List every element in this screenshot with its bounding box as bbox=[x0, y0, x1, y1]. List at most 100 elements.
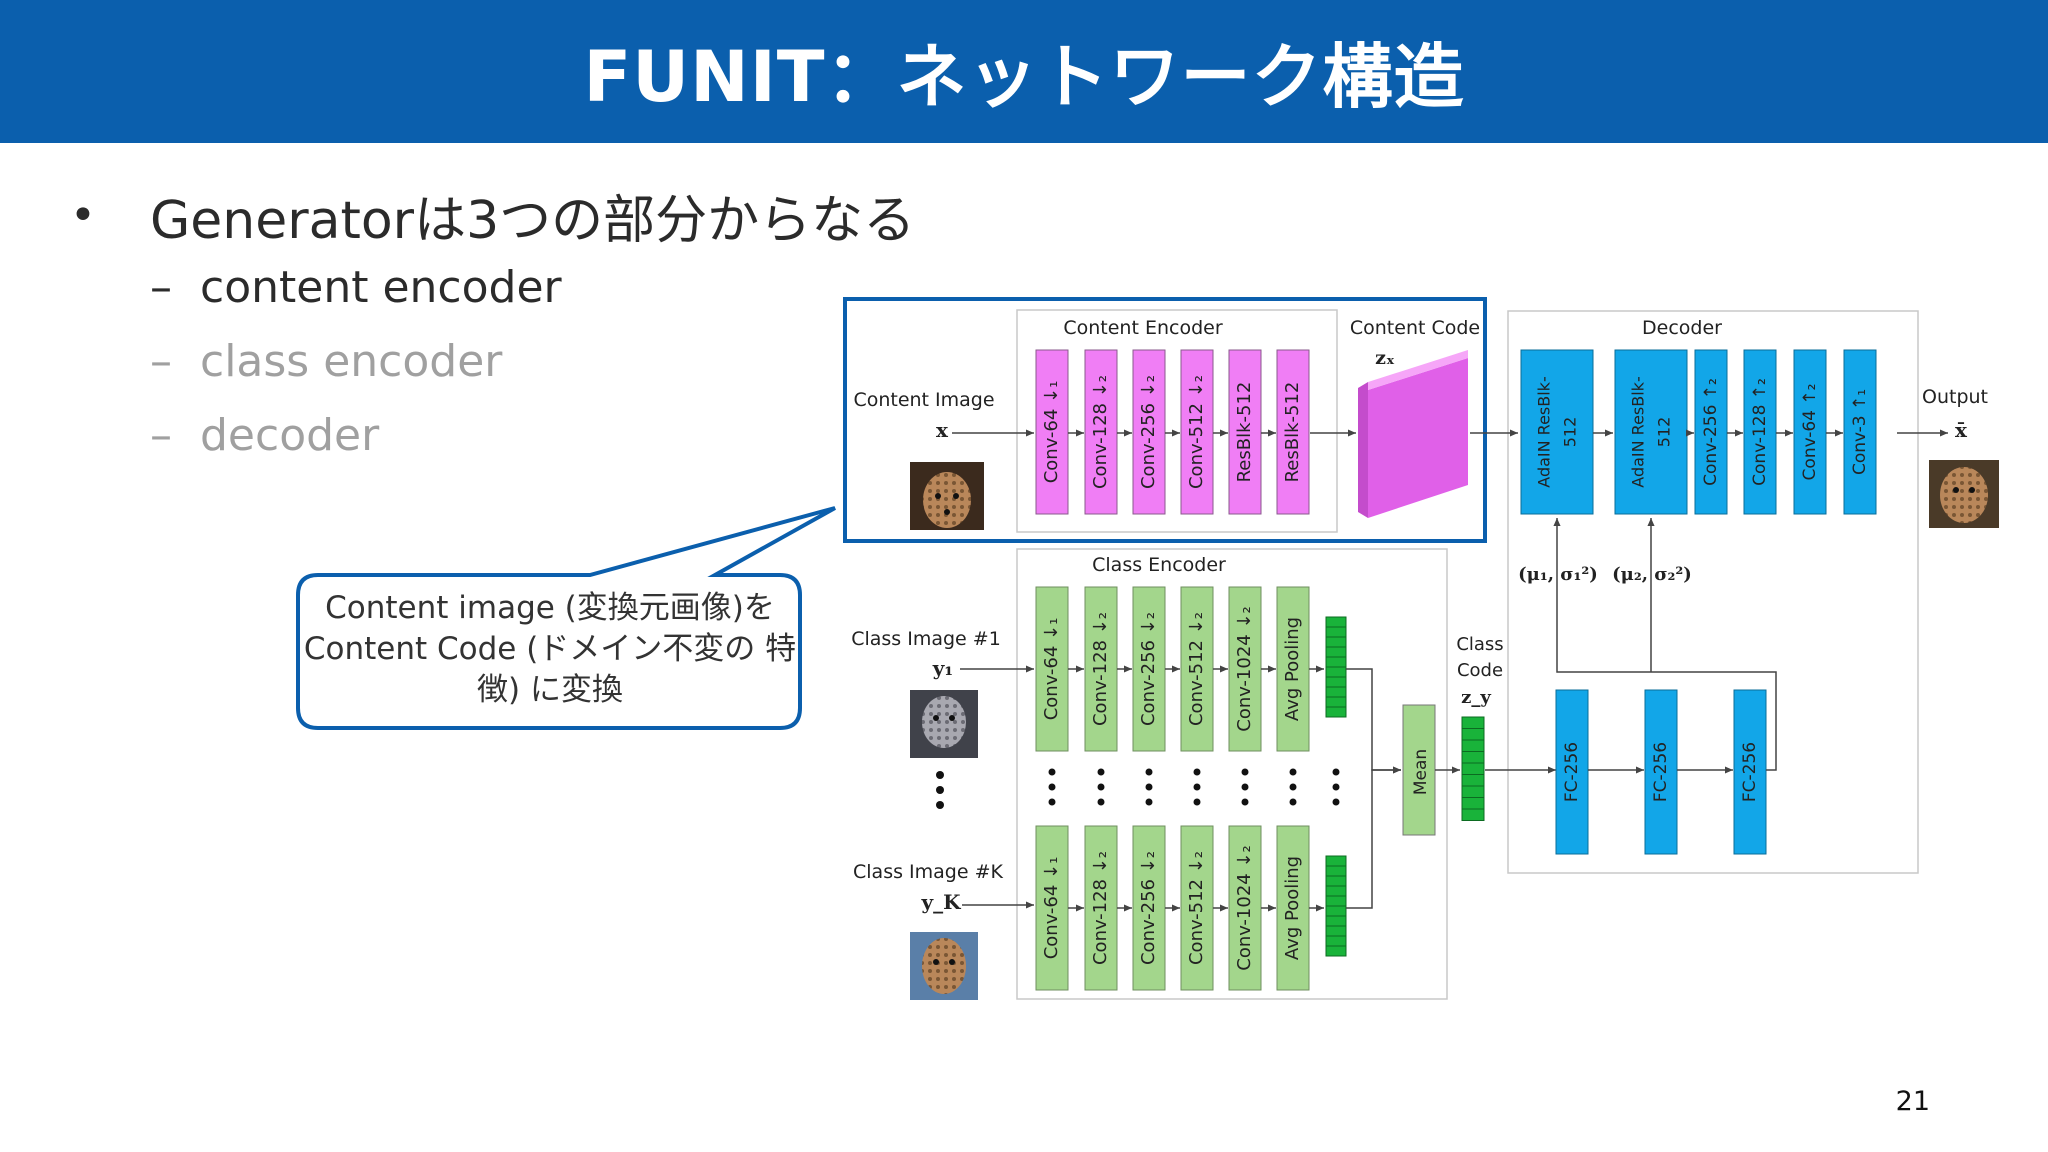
content-encoder-block-label: Conv-256 ↓₂ bbox=[1138, 375, 1159, 489]
adain-resblock bbox=[1520, 349, 1594, 515]
class-image-1-var: y₁ bbox=[932, 656, 953, 680]
content-encoder-highlight bbox=[843, 297, 1487, 543]
decoder-title: Decoder bbox=[1642, 317, 1722, 339]
class-encoder-block bbox=[1228, 825, 1262, 991]
class-encoder-block bbox=[1132, 586, 1166, 752]
decoder-conv-block bbox=[1694, 349, 1728, 515]
content-encoder-block-label: Conv-512 ↓₂ bbox=[1186, 375, 1207, 489]
class-encoder-block-label: Conv-128 ↓₂ bbox=[1090, 612, 1111, 726]
class-encoder-block-label: Conv-512 ↓₂ bbox=[1186, 851, 1207, 965]
class-code-var: z_y bbox=[1461, 687, 1491, 708]
class-encoder-block-label: Avg Pooling bbox=[1282, 856, 1303, 960]
class-encoder-block bbox=[1180, 586, 1214, 752]
class-feature-cell bbox=[1325, 855, 1347, 867]
content-encoder-block bbox=[1276, 349, 1310, 515]
class-image-1-label: Class Image #1 bbox=[851, 628, 1001, 650]
class-feature-cell bbox=[1325, 875, 1347, 887]
class-code-label-2: Code bbox=[1457, 660, 1503, 681]
class-feature-cell bbox=[1325, 905, 1347, 917]
class-inputs-ellipsis bbox=[936, 771, 944, 809]
decoder-frame bbox=[1507, 310, 1919, 874]
class-feature-cell bbox=[1325, 935, 1347, 947]
dash-icon: – bbox=[150, 261, 172, 313]
content-encoder-frame bbox=[1016, 309, 1338, 533]
class-feature-cell bbox=[1325, 865, 1347, 877]
class-encoder-block bbox=[1035, 586, 1069, 752]
decoder-conv-block-label: Conv-256 ↑₂ bbox=[1701, 378, 1721, 486]
class-feature-cell bbox=[1325, 706, 1347, 718]
dash-icon: – bbox=[150, 335, 172, 387]
class-feature-cell bbox=[1325, 885, 1347, 897]
adain-resblock-label-1: AdaIN ResBlk- bbox=[1535, 376, 1554, 487]
fc-block-label: FC-256 bbox=[1740, 742, 1760, 802]
class-encoder-block bbox=[1035, 825, 1069, 991]
content-encoder-block bbox=[1132, 349, 1166, 515]
mean-block bbox=[1402, 704, 1436, 836]
fc-block bbox=[1644, 689, 1678, 855]
content-encoder-block bbox=[1228, 349, 1262, 515]
fc-block-label: FC-256 bbox=[1562, 742, 1582, 802]
class-encoder-block bbox=[1276, 825, 1310, 991]
class-feature-cell bbox=[1325, 656, 1347, 668]
class-image-k-label: Class Image #K bbox=[853, 861, 1003, 883]
content-encoder-block-label: Conv-128 ↓₂ bbox=[1090, 375, 1111, 489]
decoder-conv-block bbox=[1843, 349, 1877, 515]
sub-item-content-encoder: – content encoder bbox=[150, 250, 915, 324]
params-to-adain-1-arrow bbox=[1553, 518, 1777, 771]
class-to-mean-arrow bbox=[1346, 766, 1401, 909]
class-feature-cell bbox=[1325, 696, 1347, 708]
class-rows-ellipsis bbox=[1048, 768, 1340, 806]
content-encoder-block-label: Conv-64 ↓₁ bbox=[1041, 381, 1062, 484]
decoder-conv-block-label: Conv-3 ↑₁ bbox=[1850, 389, 1870, 475]
page-number: 21 bbox=[1895, 1086, 1930, 1117]
class-encoder-frame bbox=[1016, 548, 1448, 1000]
class-feature-cell bbox=[1325, 676, 1347, 688]
sub-item-class-encoder: – class encoder bbox=[150, 324, 915, 398]
decoder-conv-block-label: Conv-64 ↑₂ bbox=[1800, 384, 1820, 481]
adain-param-2: (μ₂, σ₂²) bbox=[1612, 564, 1692, 585]
content-encoder-block bbox=[1084, 349, 1118, 515]
class-feature-cell bbox=[1325, 646, 1347, 658]
title-bar: FUNIT：ネットワーク構造 bbox=[0, 0, 2048, 143]
content-encoder-title: Content Encoder bbox=[1063, 317, 1222, 339]
content-image-var: x bbox=[936, 418, 949, 442]
adain-resblock-label-1: AdaIN ResBlk- bbox=[1629, 376, 1648, 487]
bullet-list: • Generatorは3つの部分からなる – content encoder … bbox=[70, 180, 915, 472]
class-code-label-1: Class bbox=[1456, 634, 1503, 655]
adain-resblock bbox=[1614, 349, 1688, 515]
slide-title: FUNIT：ネットワーク構造 bbox=[583, 36, 1465, 118]
class-encoder-block-label: Conv-256 ↓₂ bbox=[1138, 612, 1159, 726]
class-encoder-block-label: Conv-128 ↓₂ bbox=[1090, 851, 1111, 965]
content-encoder-block bbox=[1035, 349, 1069, 515]
sub-item-text: class encoder bbox=[200, 335, 503, 387]
bullet-main: • Generatorは3つの部分からなる bbox=[70, 180, 916, 251]
class-feature-cell bbox=[1325, 616, 1347, 628]
class-encoder-block bbox=[1084, 586, 1118, 752]
dash-icon: – bbox=[150, 409, 172, 461]
class-encoder-block bbox=[1084, 825, 1118, 991]
class-encoder-block-label: Conv-64 ↓₁ bbox=[1041, 857, 1062, 960]
fc-block bbox=[1555, 689, 1589, 855]
content-image-label: Content Image bbox=[853, 389, 994, 411]
class-code-vector bbox=[1461, 716, 1485, 821]
output-image-thumbnail bbox=[1929, 460, 1999, 528]
bullet-main-text: Generatorは3つの部分からなる bbox=[150, 190, 916, 251]
content-code-var: zₓ bbox=[1375, 347, 1395, 369]
class-encoder-block-label: Conv-256 ↓₂ bbox=[1138, 851, 1159, 965]
class-encoder-block-label: Avg Pooling bbox=[1282, 617, 1303, 721]
callout-text: Content image (変換元画像)を Content Code (ドメイ… bbox=[303, 590, 797, 708]
adain-resblock-label-2: 512 bbox=[1561, 417, 1580, 448]
callout-bubble bbox=[296, 506, 836, 730]
content-encoder-block bbox=[1180, 349, 1214, 515]
output-var: x̄ bbox=[1955, 418, 1968, 442]
class-to-mean-arrow bbox=[1346, 668, 1401, 774]
class-feature-cell bbox=[1325, 915, 1347, 927]
class-encoder-block-label: Conv-1024 ↓₂ bbox=[1234, 845, 1255, 970]
content-code-cube bbox=[1358, 350, 1468, 518]
class-feature-cell bbox=[1325, 895, 1347, 907]
bullet-dot-icon: • bbox=[70, 189, 96, 241]
class-encoder-block-label: Conv-64 ↓₁ bbox=[1041, 618, 1062, 721]
class-feature-cell bbox=[1325, 925, 1347, 937]
output-label: Output bbox=[1922, 386, 1988, 408]
